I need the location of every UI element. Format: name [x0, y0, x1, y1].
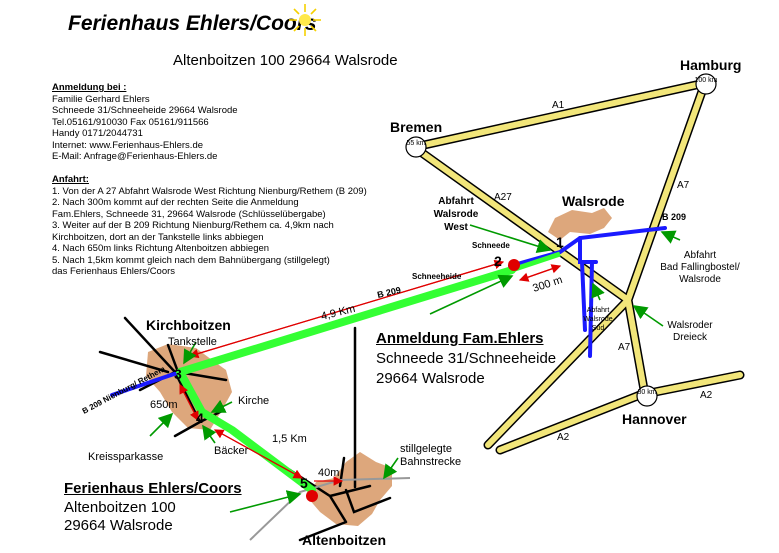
- road-b209-east: B 209: [662, 212, 686, 222]
- city-walsrode: Walsrode: [562, 193, 625, 209]
- step-5: 5: [300, 475, 308, 491]
- anfahrt-line: 4. Nach 650m links Richtung Altenboitzen…: [52, 243, 270, 254]
- distance-15km: 1,5 Km: [272, 433, 307, 445]
- label-schneeheide: Schneeheide: [412, 272, 462, 281]
- label-schneede: Schneede: [472, 241, 510, 250]
- anfahrt-heading: Anfahrt:: [52, 174, 89, 185]
- anmeldung-box-line: 29664 Walsrode: [376, 370, 485, 387]
- ferienhaus-box-line: 29664 Walsrode: [64, 517, 173, 534]
- anfahrt-line: das Ferienhaus Ehlers/Coors: [52, 266, 176, 277]
- anmeldung-marker: [508, 259, 520, 271]
- anmeldung-heading: Anmeldung bei :: [52, 82, 127, 93]
- city-hamburg: Hamburg: [680, 57, 741, 73]
- label-baecker: Bäcker: [214, 445, 249, 457]
- anfahrt-line: Fam.Ehlers, Schneede 31, 29664 Walsrode …: [52, 208, 326, 220]
- ferienhaus-box-line: Altenboitzen 100: [64, 499, 176, 516]
- step-3: 3: [174, 366, 182, 382]
- distance-circles: [405, 73, 717, 407]
- altenboitzen-area: [308, 452, 392, 526]
- anmeldung-line: Internet: www.Ferienhaus-Ehlers.de: [52, 139, 204, 151]
- anmeldung-info: Anmeldung bei : Familie Gerhard Ehlers S…: [52, 82, 238, 163]
- distance-arrows: [179, 259, 562, 486]
- anfahrt-info: Anfahrt: 1. Von der A 27 Abfahrt Walsrod…: [52, 174, 367, 278]
- route-line: [176, 266, 516, 494]
- road-a2-right: A2: [700, 390, 713, 401]
- distance-650m: 650m: [150, 399, 178, 411]
- distance-40m: 40m: [318, 467, 339, 479]
- b209-road: [110, 226, 667, 397]
- road-a2-left: A2: [557, 432, 570, 443]
- hannover-distance: 80 km: [637, 389, 656, 396]
- anmeldung-line: Schneede 31/Schneeheide 29664 Walsrode: [52, 105, 238, 116]
- step-1: 1: [556, 234, 564, 250]
- step-4: 4: [196, 410, 204, 426]
- road-a7-upper: A7: [677, 180, 690, 191]
- anmeldung-box-heading: Anmeldung Fam.Ehlers: [376, 330, 544, 347]
- city-altenboitzen: Altenboitzen: [302, 532, 386, 548]
- city-bremen: Bremen: [390, 119, 442, 135]
- bremen-distance: 55 km: [406, 140, 425, 147]
- anfahrt-line: 3. Weiter auf der B 209 Richtung Nienbur…: [52, 220, 334, 231]
- page-title: Ferienhaus Ehlers/Coors: [68, 12, 317, 35]
- city-kirchboitzen: Kirchboitzen: [146, 317, 231, 333]
- route-line-exit: [511, 251, 561, 273]
- disused-railway: [249, 477, 411, 541]
- label-kirche: Kirche: [238, 395, 269, 407]
- label-kreissparkasse: Kreissparkasse: [88, 451, 163, 463]
- anfahrt-line: 5. Nach 1,5km kommt gleich nach dem Bahn…: [52, 254, 330, 266]
- road-a27: A27: [494, 192, 512, 203]
- step-2: 2: [494, 253, 502, 269]
- anmeldung-box-line: Schneede 31/Schneeheide: [376, 350, 557, 367]
- page-address: Altenboitzen 100 29664 Walsrode: [173, 52, 398, 69]
- anfahrt-line: 2. Nach 300m kommt auf der rechten Seite…: [52, 197, 299, 208]
- label-tankstelle: Tankstelle: [168, 336, 217, 348]
- road-b209-main: B 209: [376, 285, 402, 300]
- anmeldung-line: Handy 0171/2044731: [52, 128, 143, 139]
- ferienhaus-box-heading: Ferienhaus Ehlers/Coors: [64, 480, 242, 497]
- city-hannover: Hannover: [622, 411, 687, 427]
- anmeldung-line: E-Mail: Anfrage@Ferienhaus-Ehlers.de: [52, 151, 218, 162]
- anmeldung-line: Familie Gerhard Ehlers: [52, 93, 150, 105]
- anfahrt-line: Kirchboitzen, dort an der Tankstelle lin…: [52, 231, 264, 243]
- anfahrt-line: 1. Von der A 27 Abfahrt Walsrode West Ri…: [52, 185, 367, 197]
- pointer-arrows: [149, 224, 681, 513]
- ferienhaus-marker: [306, 490, 318, 502]
- distance-300m: 300 m: [531, 274, 564, 295]
- anmeldung-line: Tel.05161/910030 Fax 05161/911566: [52, 116, 209, 128]
- walsrode-area: [548, 208, 612, 240]
- hamburg-distance: 100 km: [695, 77, 718, 84]
- road-a1: A1: [552, 100, 565, 111]
- road-a7-lower: A7: [618, 342, 631, 353]
